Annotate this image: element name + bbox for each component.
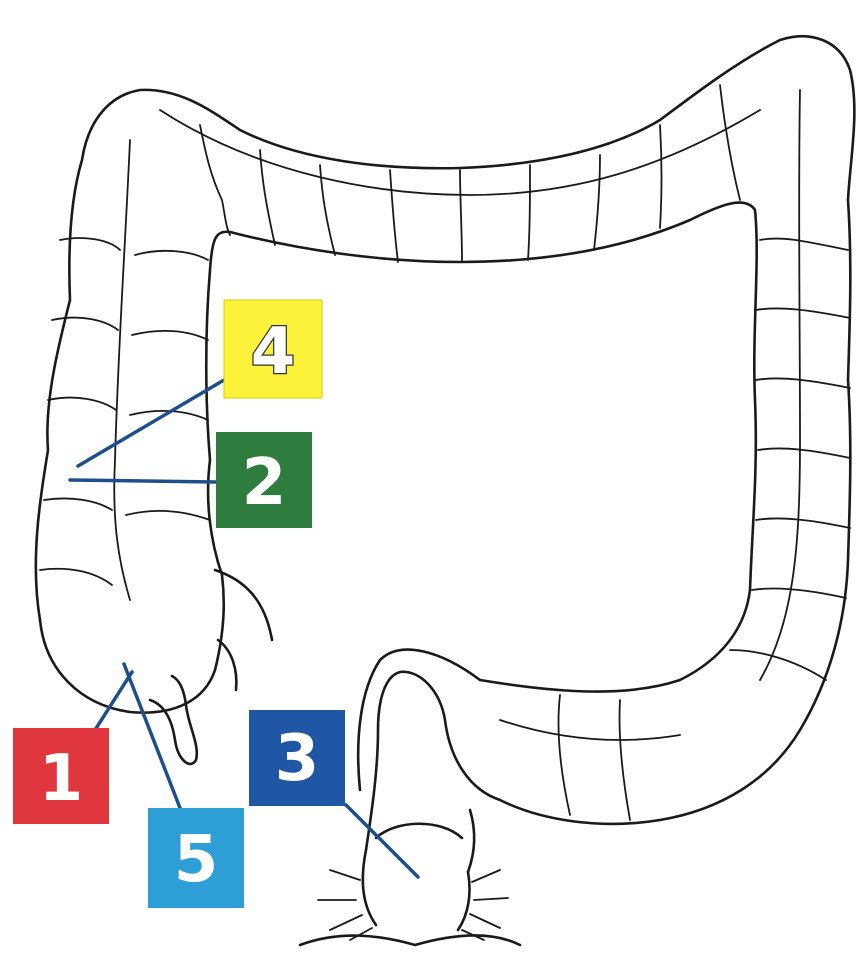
- leader-line-5: [124, 664, 180, 808]
- label-box-1-number: 1: [39, 742, 84, 816]
- label-box-3: 3: [249, 710, 345, 806]
- label-box-2-number: 2: [242, 446, 287, 520]
- label-box-4-number: 4: [251, 315, 296, 389]
- label-box-5: 5: [148, 808, 244, 908]
- label-box-5-number: 5: [174, 823, 219, 897]
- leader-line-2: [70, 480, 216, 482]
- label-box-3-number: 3: [275, 722, 320, 796]
- label-box-1: 1: [13, 728, 109, 824]
- leader-line-4: [78, 380, 224, 466]
- label-box-2: 2: [216, 432, 312, 528]
- label-box-4: 4: [224, 300, 322, 398]
- leader-line-1: [95, 672, 132, 730]
- leader-line-3: [346, 805, 418, 877]
